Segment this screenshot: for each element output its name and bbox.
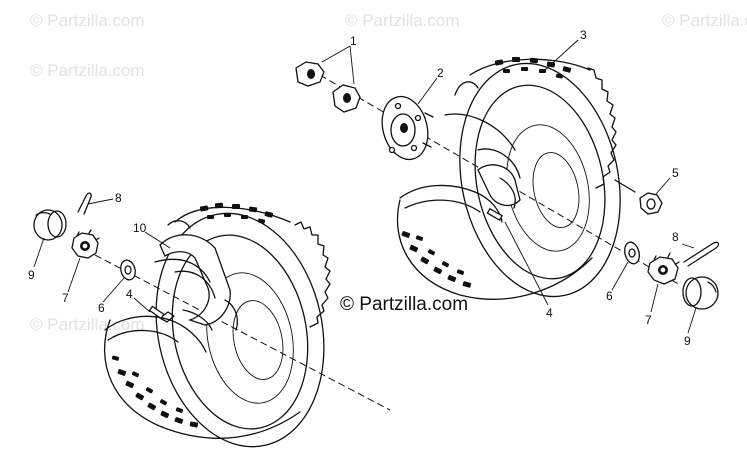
right-tread-knobs-top	[494, 57, 572, 79]
left-tire	[103, 202, 331, 448]
watermark-top-right: © Partzilla.com	[662, 11, 747, 30]
left-cotter-pin	[77, 192, 92, 215]
callout-4-right-valve: 4	[546, 306, 553, 320]
callout-1: 1	[350, 34, 357, 48]
watermark-top-center: © Partzilla.com	[345, 11, 460, 30]
lug-nuts	[295, 61, 361, 113]
callout-6-left-washer: 6	[98, 301, 105, 315]
callout-9-left-cap: 9	[28, 268, 35, 282]
callout-numbers: 1 2 3 4 5 6 8 7 9 8 10 9 7 6 4	[28, 28, 691, 348]
watermark-left: © Partzilla.com	[30, 61, 145, 80]
right-cotter-pin	[683, 241, 720, 267]
left-tread-knobs-bottom	[111, 355, 199, 428]
watermark-top-left: © Partzilla.com	[30, 11, 145, 30]
left-tread-knobs-top	[199, 202, 274, 224]
right-valve-stem	[486, 207, 503, 221]
left-valve-stem	[148, 305, 165, 320]
callout-9-right-cap: 9	[684, 334, 691, 348]
left-wheel-assembly	[33, 192, 391, 448]
watermarks: © Partzilla.com © Partzilla.com © Partzi…	[30, 11, 747, 334]
callout-10: 10	[133, 221, 147, 235]
callout-8-left-cotter: 8	[115, 191, 122, 205]
left-washer	[120, 259, 136, 281]
right-axis-line	[319, 74, 681, 286]
callout-2: 2	[437, 66, 444, 80]
callout-7-right-castle-nut: 7	[645, 313, 652, 327]
hub	[381, 95, 434, 161]
right-washer	[624, 241, 640, 265]
callout-6-right-washer: 6	[606, 289, 613, 303]
callout-3-right-tire: 3	[580, 28, 587, 42]
right-wheel-assembly	[295, 57, 720, 310]
right-tread-knobs-bottom	[401, 231, 472, 288]
right-axis-bracket	[614, 179, 636, 193]
watermark-bottom-left: © Partzilla.com	[30, 315, 145, 334]
callout-8-right-cotter: 8	[672, 230, 679, 244]
right-rim	[399, 81, 521, 223]
left-castle-nut	[71, 229, 100, 259]
left-hub-cap	[33, 209, 67, 241]
callout-4-left-valve: 4	[126, 287, 133, 301]
credit-text: © Partzilla.com	[340, 294, 468, 315]
left-rim	[104, 220, 239, 353]
leader-lines	[33, 39, 697, 334]
callout-5: 5	[672, 166, 679, 180]
callout-7-left-castle-nut: 7	[62, 291, 69, 305]
right-axle-nut	[639, 192, 663, 215]
right-hub-cap	[682, 276, 719, 310]
right-castle-nut	[647, 252, 680, 285]
right-tire	[396, 57, 621, 300]
left-axis-line	[94, 254, 391, 411]
